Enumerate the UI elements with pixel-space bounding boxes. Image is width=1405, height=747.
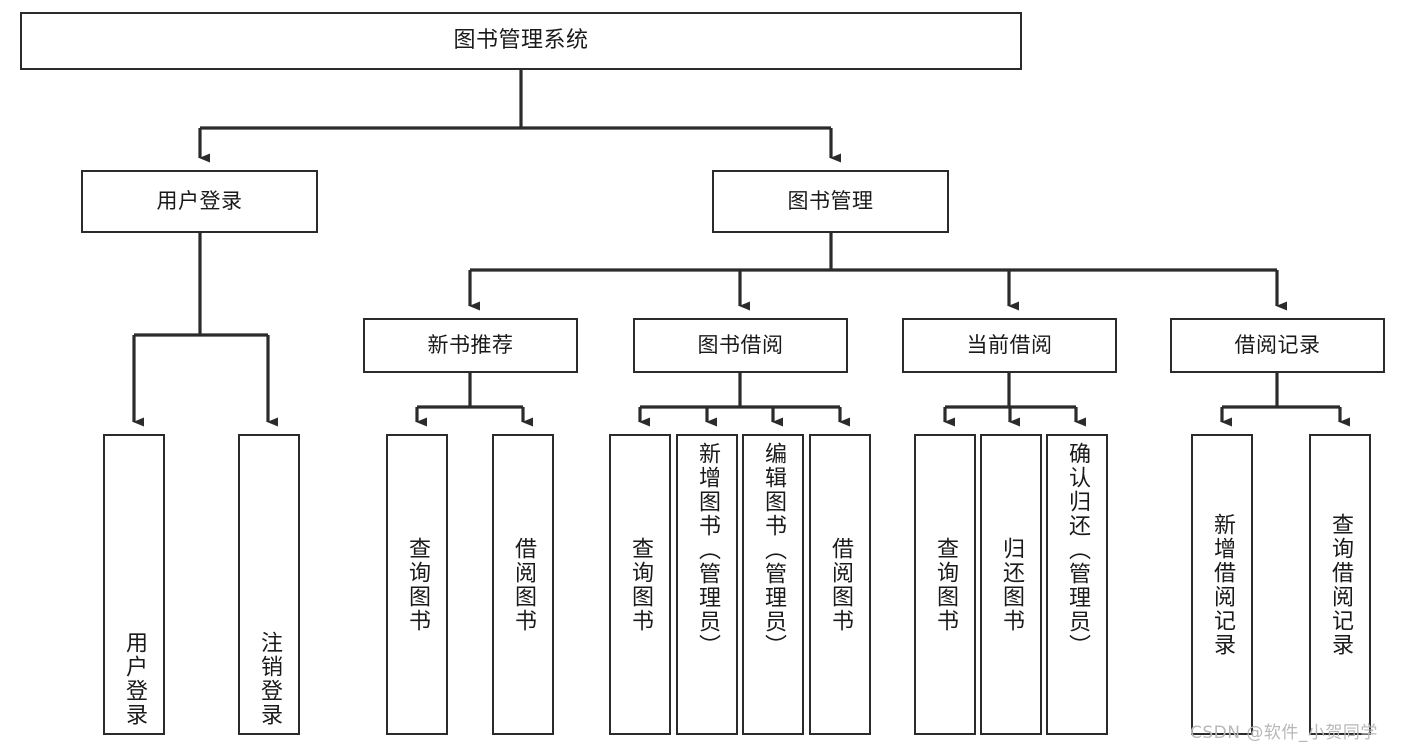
leaf-borrow-book-1[interactable]: 借阅图书 xyxy=(492,434,554,735)
leaf-borrow-book-2-label: 借阅图书 xyxy=(828,536,853,633)
csdn-watermark: CSDN @软件_小贺同学 xyxy=(1190,723,1378,743)
leaf-query-book-3[interactable]: 查询图书 xyxy=(914,434,976,735)
node-book-borrow-label: 图书借阅 xyxy=(697,332,784,357)
node-root-label: 图书管理系统 xyxy=(453,27,589,53)
leaf-add-book[interactable]: 新增图书（管理员） xyxy=(676,434,738,735)
leaf-confirm-return[interactable]: 确认归还（管理员） xyxy=(1046,434,1108,735)
leaf-user-login[interactable]: 用户登录 xyxy=(103,434,165,735)
leaf-add-record-label: 新增借阅记录 xyxy=(1210,512,1235,657)
leaf-query-record-label: 查询借阅记录 xyxy=(1328,512,1353,657)
leaf-query-book-3-label: 查询图书 xyxy=(933,536,958,633)
leaf-borrow-book-1-label: 借阅图书 xyxy=(511,536,536,633)
leaf-query-book-1-label: 查询图书 xyxy=(405,536,430,633)
leaf-confirm-return-label: 确认归还（管理员） xyxy=(1065,442,1090,658)
leaf-edit-book-label: 编辑图书（管理员） xyxy=(761,442,786,658)
leaf-query-book-2[interactable]: 查询图书 xyxy=(609,434,671,735)
leaf-query-record[interactable]: 查询借阅记录 xyxy=(1309,434,1371,735)
leaf-query-book-2-label: 查询图书 xyxy=(628,536,653,633)
leaf-query-book-1[interactable]: 查询图书 xyxy=(386,434,448,735)
leaf-user-logout[interactable]: 注销登录 xyxy=(238,434,300,735)
node-current-borrow-label: 当前借阅 xyxy=(966,332,1053,357)
node-current-borrow[interactable]: 当前借阅 xyxy=(902,318,1117,373)
leaf-edit-book[interactable]: 编辑图书（管理员） xyxy=(742,434,804,735)
leaf-return-book-label: 归还图书 xyxy=(999,536,1024,633)
node-book-borrow[interactable]: 图书借阅 xyxy=(633,318,848,373)
node-borrow-record-label: 借阅记录 xyxy=(1234,332,1321,357)
node-borrow-record[interactable]: 借阅记录 xyxy=(1170,318,1385,373)
leaf-user-login-label: 用户登录 xyxy=(122,631,147,727)
node-root[interactable]: 图书管理系统 xyxy=(20,12,1022,70)
leaf-return-book[interactable]: 归还图书 xyxy=(980,434,1042,735)
leaf-user-logout-label: 注销登录 xyxy=(257,631,282,727)
node-user-login-label: 用户登录 xyxy=(156,188,243,213)
node-book-manage-label: 图书管理 xyxy=(787,188,874,213)
node-new-book-recommend-label: 新书推荐 xyxy=(427,332,514,357)
node-user-login[interactable]: 用户登录 xyxy=(81,170,318,233)
node-book-manage[interactable]: 图书管理 xyxy=(712,170,949,233)
leaf-add-record[interactable]: 新增借阅记录 xyxy=(1191,434,1253,735)
leaf-borrow-book-2[interactable]: 借阅图书 xyxy=(809,434,871,735)
leaf-add-book-label: 新增图书（管理员） xyxy=(695,442,720,658)
node-new-book-recommend[interactable]: 新书推荐 xyxy=(363,318,578,373)
